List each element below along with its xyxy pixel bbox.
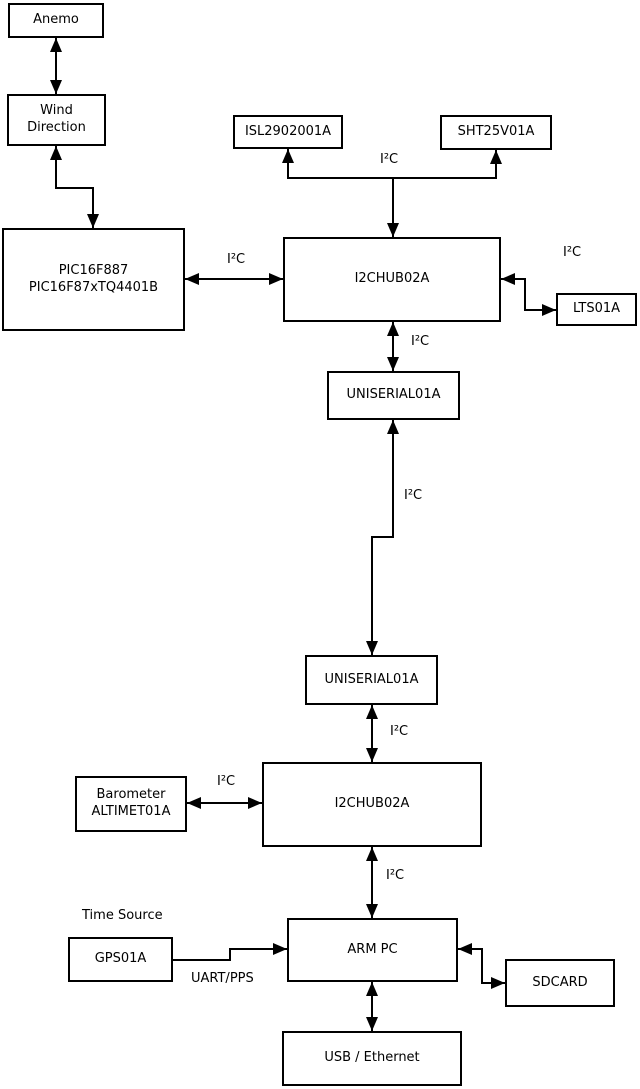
box-wind-direction: Wind Direction [7,94,106,146]
box-i2chub02a-top: I2CHUB02A [283,237,501,322]
i2c-label-hub2-armpc: I²C [386,868,405,883]
i2c-label-uniserial-link: I²C [404,488,423,503]
box-sdcard: SDCARD [505,959,615,1007]
i2c-label-hub1-uniserial1: I²C [411,334,430,349]
box-lts01a: LTS01A [556,293,637,326]
i2c-label-pic-hub1: I²C [227,252,246,267]
box-pic16f887: PIC16F887 PIC16F87xTQ4401B [2,228,185,331]
box-i2chub02a-bottom: I2CHUB02A [262,762,482,847]
connector-gps-armpc [173,943,287,961]
i2c-label-hub1-lts: I²C [563,245,582,260]
box-uniserial01a-bottom: UNISERIAL01A [305,655,438,705]
box-arm-pc: ARM PC [287,918,458,982]
connector-armpc-sdcard [458,943,505,989]
box-uniserial01a-top: UNISERIAL01A [327,371,460,420]
connector-uniserial1-uniserial2 [366,420,399,655]
box-usb-ethernet: USB / Ethernet [282,1031,462,1086]
box-anemo: Anemo [8,3,104,38]
i2c-label-bus-top: I²C [380,152,399,167]
connector-bus-isl-sht [282,149,502,179]
box-gps01a: GPS01A [68,937,173,982]
i2c-label-uniserial2-hub2: I²C [390,724,409,739]
box-isl2902001a: ISL2902001A [233,115,343,149]
box-sht25v01a: SHT25V01A [440,115,552,150]
connector-wind-pic [50,146,99,228]
connector-hub1-lts [501,273,556,316]
uart-pps-label: UART/PPS [191,971,254,986]
box-barometer-altimet01a: Barometer ALTIMET01A [75,776,187,832]
i2c-label-barometer-hub2: I²C [217,774,236,789]
time-source-label: Time Source [82,908,163,923]
